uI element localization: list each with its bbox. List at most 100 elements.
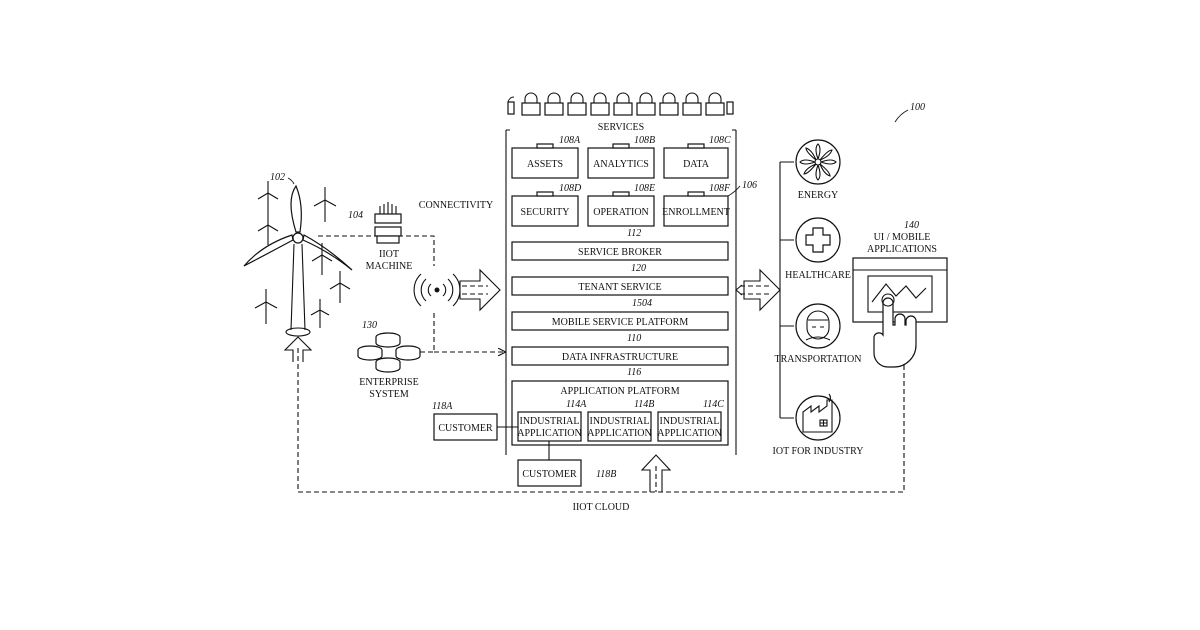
small-turbine-icon: [314, 187, 336, 222]
customer-b: CUSTOMER 118B: [518, 441, 616, 486]
lock-icon: [660, 93, 678, 115]
small-turbine-icon: [330, 271, 350, 303]
app-label-line2: APPLICATION: [657, 428, 721, 439]
industry-transportation: TRANSPORTATION: [775, 304, 862, 365]
enterprise-label-line2: SYSTEM: [369, 389, 409, 400]
lock-partial-left-body: [508, 102, 514, 114]
industry-label: IOT FOR INDUSTRY: [773, 446, 864, 457]
tablet-chart-icon: [853, 258, 947, 322]
service-label: ANALYTICS: [593, 159, 649, 170]
enterprise-label-line1: ENTERPRISE: [359, 377, 418, 388]
customer-label: CUSTOMER: [438, 423, 493, 434]
turbine-tower: [291, 244, 305, 330]
lock-icon: [614, 93, 632, 115]
connectivity-arrow: [460, 270, 500, 310]
turbine-blade: [291, 186, 301, 232]
application-platform: 116 APPLICATION PLATFORM 114A INDUSTRIAL…: [512, 367, 728, 445]
service-operation: OPERATION 108E: [588, 183, 655, 226]
connectivity-label: CONNECTIVITY: [419, 200, 493, 211]
turbine-base: [286, 328, 310, 336]
figure-ref-text: 100: [910, 102, 925, 113]
small-turbine-icon: [312, 243, 332, 275]
cross-icon: [796, 218, 840, 262]
layer-ref: 112: [627, 228, 641, 239]
driver-icon: [796, 304, 840, 348]
customer-ref: 118B: [596, 469, 616, 480]
service-ref: 108C: [709, 135, 731, 146]
service-label: ASSETS: [527, 159, 563, 170]
ui-mobile-applications: 140 UI / MOBILE APPLICATIONS: [853, 220, 947, 367]
lock-row: [508, 93, 733, 115]
small-turbine-icon: [255, 289, 277, 324]
layer-service-broker: 112 SERVICE BROKER: [512, 228, 728, 260]
app-ref: 114B: [634, 399, 654, 410]
service-security: SECURITY 108D: [512, 183, 582, 226]
app-label-line2: APPLICATION: [517, 428, 581, 439]
enterprise-to-connectivity-link: [420, 312, 434, 352]
ui-mobile-label-line2: APPLICATIONS: [867, 244, 937, 255]
wireless-signal-icon: [414, 274, 460, 306]
lock-partial-right-body: [727, 102, 733, 114]
lock-icon: [545, 93, 563, 115]
service-data: DATA 108C: [664, 135, 731, 178]
iiot-machine-label-line1: IIOT: [379, 249, 399, 260]
figure-ref-leader: [895, 110, 908, 122]
layer-data-infrastructure: 110 DATA INFRASTRUCTURE: [512, 333, 728, 365]
service-ref: 108D: [559, 183, 582, 194]
industry-energy: ENERGY: [796, 140, 840, 201]
app-label-line1: INDUSTRIAL: [660, 416, 720, 427]
industry-healthcare: HEALTHCARE: [785, 218, 851, 281]
app-platform-ref: 116: [627, 367, 641, 378]
layer-label: SERVICE BROKER: [578, 247, 662, 258]
industry-label: TRANSPORTATION: [775, 354, 862, 365]
iiot-machine-label-line2: MACHINE: [366, 261, 413, 272]
lock-icon: [706, 93, 724, 115]
layer-label: TENANT SERVICE: [578, 282, 661, 293]
layer-ref: 120: [631, 263, 646, 274]
ui-mobile-ref: 140: [904, 220, 919, 231]
app-label-line1: INDUSTRIAL: [520, 416, 580, 427]
figure-reference: 100: [895, 102, 925, 122]
service-label: ENROLLMENT: [662, 207, 730, 218]
iiot-cloud-label: IIOT CLOUD: [573, 502, 630, 513]
layer-mobile-service-platform: 1504 MOBILE SERVICE PLATFORM: [512, 298, 728, 330]
industry-label: HEALTHCARE: [785, 270, 851, 281]
cloud-output-arrow: [736, 270, 780, 310]
small-turbine-icon: [258, 181, 278, 213]
turbine-hub: [293, 233, 303, 243]
lock-icon: [683, 93, 701, 115]
enterprise-system: 130 ENTERPRISE SYSTEM: [358, 320, 420, 400]
service-ref: 108B: [634, 135, 655, 146]
small-turbine-icon: [311, 299, 329, 328]
cloud-ref: 106: [742, 180, 757, 191]
services-label: SERVICES: [598, 122, 644, 133]
service-enrollment: ENROLLMENT 108F: [662, 183, 731, 226]
enterprise-ref: 130: [362, 320, 377, 331]
customer-ref: 118A: [432, 401, 453, 412]
app-platform-label: APPLICATION PLATFORM: [560, 386, 679, 397]
lock-icon: [591, 93, 609, 115]
layer-label: DATA INFRASTRUCTURE: [562, 352, 678, 363]
turbine-blade: [303, 235, 352, 270]
router-icon: [375, 202, 401, 243]
wind-turbine-icon: 102: [244, 172, 352, 336]
database-stack-icon: [358, 333, 420, 372]
fan-icon: [796, 140, 840, 184]
layer-ref: 1504: [632, 298, 652, 309]
service-ref: 108F: [709, 183, 731, 194]
service-label: SECURITY: [521, 207, 570, 218]
lock-icon: [568, 93, 586, 115]
industry-iot: IOT FOR INDUSTRY: [773, 394, 864, 457]
layer-ref: 110: [627, 333, 641, 344]
layer-label: MOBILE SERVICE PLATFORM: [552, 317, 689, 328]
turbine-ref: 102: [270, 172, 285, 183]
ui-mobile-label-line1: UI / MOBILE: [874, 232, 931, 243]
service-ref: 108E: [634, 183, 655, 194]
industry-branches: [780, 162, 794, 418]
app-ref: 114C: [703, 399, 724, 410]
up-arrow-cloud: [642, 455, 670, 492]
iiot-machine: 104 IIOT MACHINE: [348, 202, 412, 272]
service-label: OPERATION: [593, 207, 649, 218]
industry-label: ENERGY: [798, 190, 839, 201]
